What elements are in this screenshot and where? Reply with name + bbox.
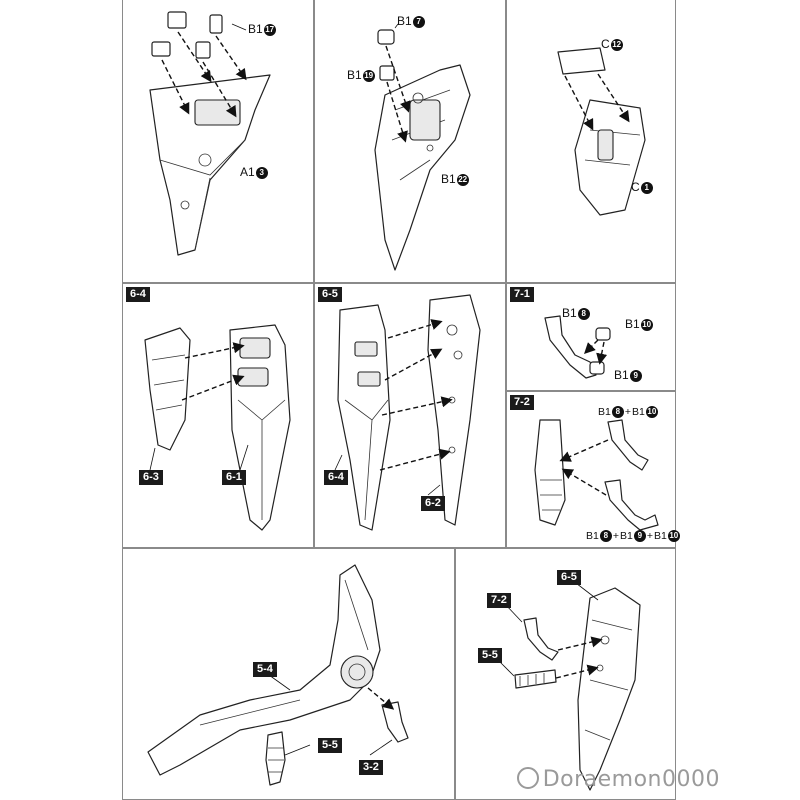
- b1-8-10-assembly: [607, 419, 649, 471]
- step-7-1-drawing: [544, 315, 611, 379]
- c-12-cap: [557, 47, 606, 75]
- ref-tag-3-2: 3-2: [359, 760, 383, 775]
- b1-17-clip-d: [195, 41, 211, 59]
- b1-7-peg: [377, 29, 395, 45]
- step-tag-6-4: 6-4: [126, 287, 150, 302]
- ref-tag-5-4: 5-4: [253, 662, 277, 677]
- b1-17-clip-a: [167, 11, 187, 29]
- weibo-logo-icon: [516, 767, 539, 789]
- step-6-4-drawing: [144, 324, 291, 531]
- b1-22-frame-drawing: [374, 23, 471, 271]
- arm-assembly-drawing: [147, 564, 409, 786]
- part-3-2: [381, 701, 409, 743]
- b1-17-clip-c: [151, 41, 171, 57]
- step-tag-7-2: 7-2: [510, 395, 534, 410]
- step-tag-6-5: 6-5: [318, 287, 342, 302]
- c-parts-drawing: [557, 47, 646, 216]
- part-6-2: [427, 294, 481, 526]
- step-7-2-drawing: [534, 419, 659, 531]
- ref-tag-7-2: 7-2: [487, 593, 511, 608]
- final-attach-drawing: [497, 579, 641, 791]
- ref-tag-6-4: 6-4: [324, 470, 348, 485]
- step-tag-7-1: 7-1: [510, 287, 534, 302]
- b1-10-joint: [595, 327, 611, 341]
- panel-step-7-2: [506, 391, 676, 548]
- b1-17-clip-b: [209, 14, 223, 34]
- ref-tag-6-1: 6-1: [222, 470, 246, 485]
- watermark: Doraemon0000: [516, 767, 720, 792]
- ref-tag-6-2: 6-2: [421, 496, 445, 511]
- ref-tag-6-3: 6-3: [139, 470, 163, 485]
- panel-bottom-right: [455, 548, 676, 800]
- b1-9-joint: [589, 361, 605, 375]
- a1-housing-drawing: [149, 11, 271, 256]
- b1-8-arm: [544, 315, 597, 379]
- ref-tag-5-5-b: 5-5: [478, 648, 502, 663]
- part-7-2-arm: [523, 617, 559, 661]
- ref-tag-6-5: 6-5: [557, 570, 581, 585]
- step-6-5-drawing: [334, 294, 481, 531]
- part-6-4-b: [337, 304, 391, 531]
- part-5-4: [147, 564, 381, 776]
- part-6-5-assembly: [577, 587, 641, 791]
- part-6-3: [144, 327, 191, 451]
- part-5-5-claw: [265, 731, 286, 786]
- ref-tag-5-5: 5-5: [318, 738, 342, 753]
- claw-arm: [534, 419, 566, 526]
- b1-19-peg: [379, 65, 395, 81]
- b1-8-9-10-assembly: [604, 479, 659, 531]
- part-5-5-rail: [514, 669, 557, 689]
